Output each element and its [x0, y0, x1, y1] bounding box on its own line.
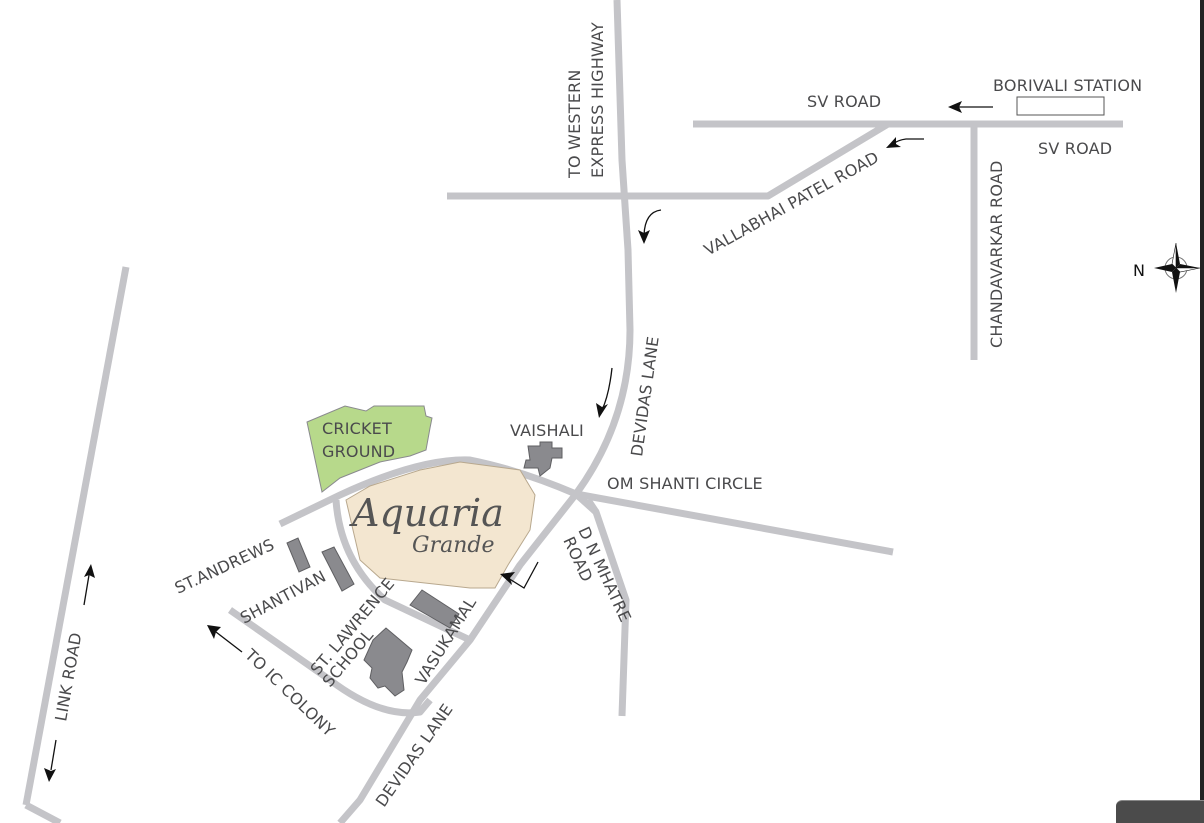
- sv-road-label-top: SV ROAD: [807, 92, 881, 111]
- aquaria-title: Aquaria: [349, 491, 504, 535]
- link-road: [22, 266, 130, 806]
- shantivan-label: SHANTIVAN: [237, 567, 329, 628]
- st-andrews-building: [286, 537, 311, 573]
- arrow-left-icon: [948, 101, 993, 113]
- st-lawrence-building: [363, 627, 413, 697]
- arrow-curved-left-icon: [886, 137, 924, 148]
- sv-road-label-right: SV ROAD: [1038, 139, 1112, 158]
- om-shanti-circle-label: OM SHANTI CIRCLE: [607, 474, 763, 493]
- direction-arrows: [44, 101, 993, 782]
- ic-colony-road: [227, 607, 433, 717]
- compass-north-label: N: [1133, 261, 1145, 280]
- chandavarkar-road-label: CHANDAVARKAR ROAD: [987, 160, 1006, 348]
- dn-mhatre-spur: [585, 498, 599, 514]
- cricket-ground[interactable]: CRICKET GROUND: [306, 405, 433, 493]
- roads: [22, 0, 1123, 823]
- vasukamal-building: [409, 589, 460, 629]
- window-edge: [1200, 0, 1204, 823]
- arrow-down-icon: [596, 367, 613, 418]
- arrow-up-icon: [83, 564, 95, 606]
- devidas-lane-road: [337, 0, 634, 823]
- vallabhai-patel-road-label: VALLABHAI PATEL ROAD: [701, 148, 882, 260]
- om-shanti-road: [575, 490, 894, 556]
- vaishali-label: VAISHALI: [510, 421, 584, 440]
- shantivan-building: [321, 546, 355, 592]
- aquaria-north-road: [278, 456, 578, 528]
- arrow-entry-icon: [500, 561, 539, 589]
- cricket-ground-label-2: GROUND: [322, 442, 395, 461]
- western-express-label-1: TO WESTERN: [565, 69, 584, 179]
- compass-icon: [1154, 242, 1201, 293]
- corner-panel[interactable]: [1116, 800, 1204, 823]
- aquaria-west-road: [332, 499, 472, 644]
- arrow-curved-down-icon: [638, 209, 662, 244]
- vaishali-building: [523, 441, 563, 477]
- aquaria-grande-plot[interactable]: Aquaria Grande: [345, 461, 536, 589]
- grande-title: Grande: [412, 533, 494, 558]
- borivali-station-box: [1016, 96, 1105, 116]
- link-road-branch: [24, 801, 62, 823]
- st-andrews-label: ST.ANDREWS: [172, 535, 278, 598]
- arrow-ic-colony-icon: [207, 625, 243, 653]
- borivali-station-label: BORIVALI STATION: [993, 76, 1142, 95]
- buildings: [286, 441, 563, 697]
- western-express-label-2: EXPRESS HIGHWAY: [588, 22, 607, 178]
- arrow-down-link-icon: [44, 739, 57, 782]
- vallabhai-patel-road: [447, 120, 890, 200]
- cricket-ground-label-1: CRICKET: [322, 419, 392, 438]
- labels: BORIVALI STATION SV ROAD SV ROAD TO WEST…: [51, 22, 1142, 810]
